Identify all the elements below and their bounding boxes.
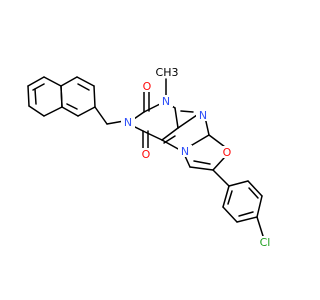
bond	[256, 216, 264, 237]
atom-label-o-top: O	[143, 80, 152, 93]
atom-label-n-bridge: N	[181, 145, 189, 158]
bond	[174, 107, 179, 129]
atom-label-cl: Cl	[260, 236, 271, 249]
bond	[60, 76, 78, 87]
bond	[177, 114, 198, 129]
nitrogen-atom-imine: N	[196, 109, 210, 122]
oxygen-atom-top: O	[140, 80, 154, 93]
bond	[238, 211, 254, 217]
bond-layer	[27, 76, 264, 237]
bond	[43, 106, 63, 117]
bond	[161, 127, 179, 141]
bond	[32, 83, 45, 91]
bond	[212, 157, 225, 171]
bond	[256, 195, 263, 218]
atom-label-n-methyl: N	[162, 95, 170, 108]
bond	[222, 206, 238, 223]
bond	[248, 187, 259, 199]
bond	[43, 76, 62, 87]
molecule-structure: O N CH3 N O N N O	[27, 66, 273, 249]
atom-label-o-ring: O	[223, 146, 232, 159]
methyl-label: CH3	[156, 66, 179, 79]
bond	[184, 155, 191, 168]
bond	[34, 88, 37, 105]
bond	[76, 76, 95, 87]
bond	[27, 76, 45, 87]
nitrogen-atom-bridge: N	[178, 145, 192, 158]
bond	[222, 185, 230, 208]
bond	[93, 85, 96, 108]
bond	[193, 160, 211, 165]
bond	[28, 105, 45, 117]
bond	[27, 85, 30, 107]
bond	[227, 190, 233, 205]
bond	[94, 106, 108, 125]
bond	[208, 134, 226, 148]
bond	[61, 106, 79, 117]
chlorine-atom: Cl	[257, 236, 273, 249]
atom-label-n-left: N	[124, 116, 132, 129]
bond	[77, 106, 96, 117]
bond	[143, 103, 161, 113]
nitrogen-atom-methyl: N	[159, 95, 173, 108]
bond	[236, 216, 258, 223]
oxygen-atom-bottom: O	[139, 148, 153, 161]
methyl-group: CH3	[154, 66, 180, 79]
bond	[161, 139, 181, 151]
atom-label-o-bottom: O	[142, 148, 151, 161]
bond	[212, 169, 230, 187]
bond	[247, 180, 263, 197]
oxygen-atom-ring: O	[220, 146, 234, 159]
bond	[77, 83, 90, 91]
nitrogen-atom-left: N	[121, 115, 135, 129]
bond	[228, 180, 249, 187]
bond	[189, 166, 214, 171]
bond	[142, 130, 163, 141]
molecule-canvas: O N CH3 N O N N O	[27, 66, 273, 249]
bond	[60, 85, 63, 108]
atom-layer: O N CH3 N O N N O	[121, 66, 273, 249]
bond	[66, 103, 78, 110]
atom-label-n-imine: N	[199, 109, 207, 122]
bond	[180, 110, 194, 113]
